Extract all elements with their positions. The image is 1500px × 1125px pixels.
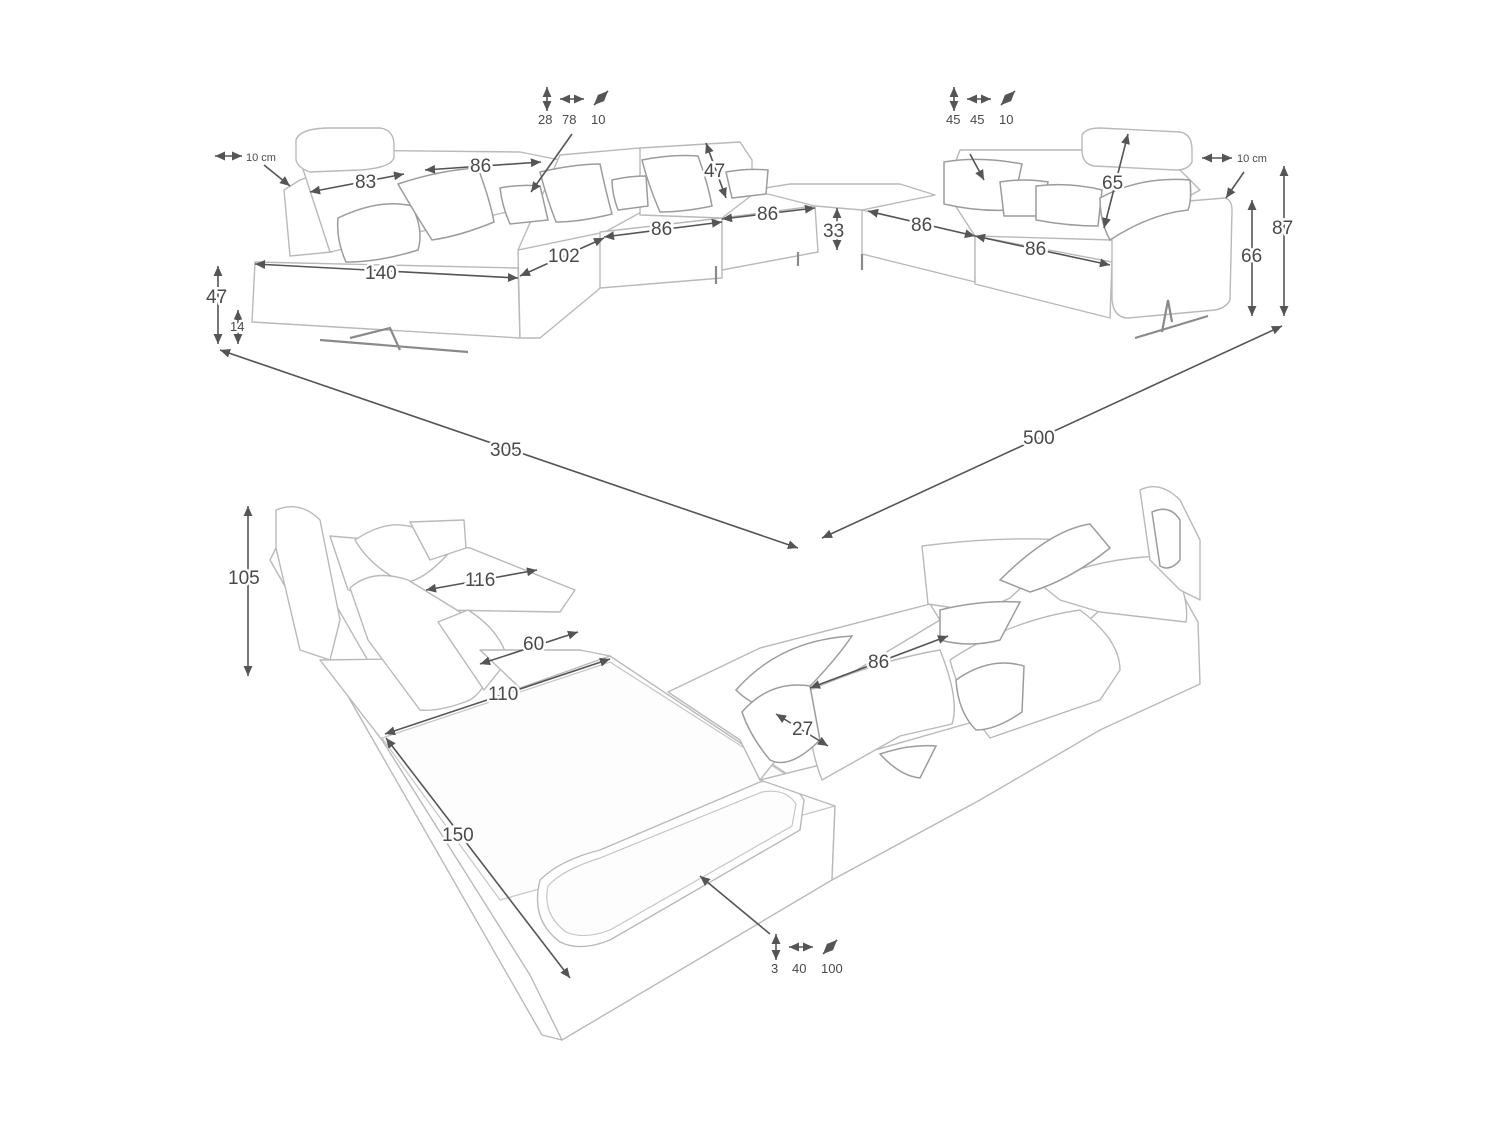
label-pillow-27: 27	[792, 719, 813, 740]
dimension-lines	[213, 87, 1289, 979]
top-sofa-drawing	[251, 127, 1233, 354]
dimension-labels: 10 cm 83 86 28 78 10 47 45 45 10 65 10 c…	[204, 112, 1296, 976]
label-seat-86-b: 86	[757, 204, 778, 225]
label-height-47-left: 47	[206, 287, 227, 308]
label-cushion-60: 60	[523, 634, 544, 655]
label-seat-86-d: 86	[1025, 239, 1046, 260]
label-chaise-140: 140	[365, 263, 397, 284]
label-depth-110: 110	[488, 684, 518, 705]
label-seat-86-back: 86	[470, 156, 491, 177]
label-seat-86-c: 86	[911, 215, 932, 236]
label-pillow2-height: 45	[946, 112, 960, 127]
label-width-116: 116	[465, 570, 495, 591]
label-chaise-102: 102	[548, 246, 580, 267]
label-pillow1-height: 28	[538, 112, 552, 127]
bottom-sofa-drawing	[269, 486, 1201, 1041]
label-seat-83: 83	[355, 172, 376, 193]
label-arm-height-66: 66	[1241, 246, 1262, 267]
label-pillow1-width: 78	[562, 112, 576, 127]
label-seat-86-a: 86	[651, 219, 672, 240]
label-pillow2-depth: 10	[999, 112, 1013, 127]
label-tray-depth: 100	[821, 961, 843, 976]
label-pillow1-depth: 10	[591, 112, 605, 127]
label-pillow2-width: 45	[970, 112, 984, 127]
label-overall-500: 500	[1023, 428, 1055, 449]
label-right-arm-width: 10 cm	[1237, 153, 1267, 165]
label-height-105: 105	[228, 568, 260, 589]
label-tray-height: 3	[771, 961, 778, 976]
label-headrest-65: 65	[1102, 173, 1123, 194]
label-seat-height-33: 33	[823, 221, 844, 242]
label-seat-86-bottom: 86	[868, 652, 889, 673]
label-left-arm-width: 10 cm	[246, 152, 276, 164]
label-leg-14: 14	[230, 319, 244, 334]
label-chaise-150: 150	[442, 825, 474, 846]
label-tray-width: 40	[792, 961, 806, 976]
label-back-height-47: 47	[704, 161, 725, 182]
label-total-height-87: 87	[1272, 218, 1293, 239]
label-overall-305: 305	[490, 440, 522, 461]
